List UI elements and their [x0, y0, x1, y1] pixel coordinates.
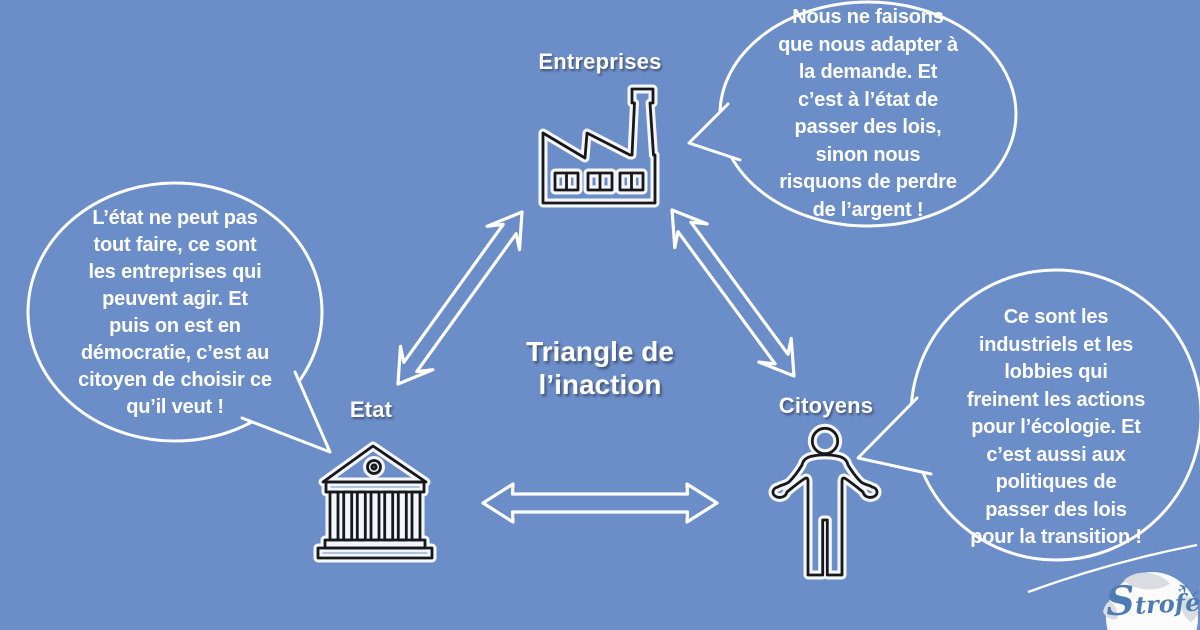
logo-globe-icon: [1027, 543, 1199, 630]
node-label-entreprises: Entreprises: [538, 49, 662, 74]
speech-bubble-text-entreprises: Nous ne faisons que nous adapter à la de…: [778, 6, 958, 221]
speech-bubble-citoyens: [856, 268, 1200, 562]
node-label-etat: Etat: [349, 397, 393, 422]
government-building-icon: [318, 446, 432, 558]
arrow-etat-citoyens: [481, 482, 719, 524]
arrow-etat-entreprises: [396, 210, 524, 386]
speech-bubble-etat: [26, 181, 332, 454]
arrow-entreprises-citoyens: [670, 208, 796, 378]
speech-bubble-text-etat: L’état ne peut pas tout faire, ce sont l…: [78, 207, 272, 418]
diagram-title: Triangle de l’inaction: [526, 336, 674, 400]
factory-icon: [543, 89, 655, 203]
speech-bubble-text-citoyens: Ce sont les industriels et les lobbies q…: [966, 306, 1146, 548]
shrugging-person-icon: [773, 428, 877, 575]
speech-bubble-entreprises: [687, 0, 1018, 228]
node-label-citoyens: Citoyens: [778, 393, 874, 418]
